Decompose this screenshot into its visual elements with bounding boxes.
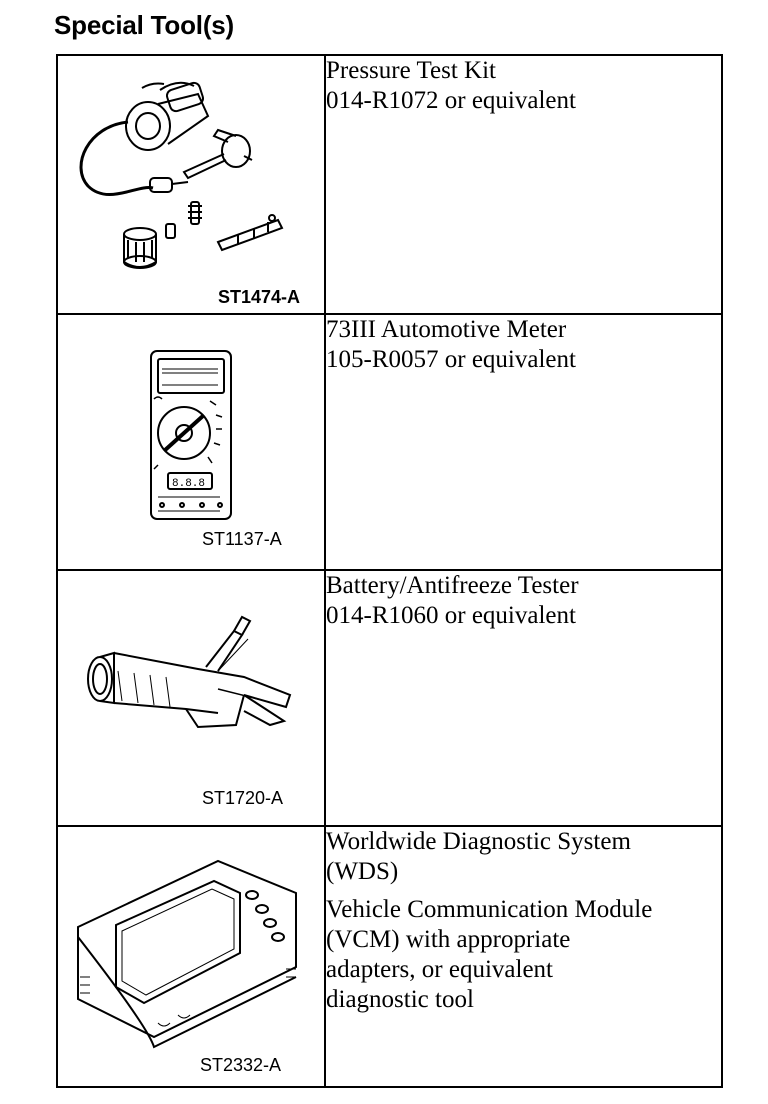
tool-secondary-line: adapters, or equivalent bbox=[326, 956, 553, 983]
tool-secondary-line: diagnostic tool bbox=[326, 986, 474, 1013]
figure-code: ST1720-A bbox=[202, 788, 284, 808]
tool-secondary-line: Vehicle Communication Module bbox=[326, 896, 653, 923]
tool-description: 73III Automotive Meter 105-R0057 or equi… bbox=[324, 313, 723, 571]
tool-name: 73III Automotive Meter bbox=[326, 316, 567, 343]
tool-row: ST1720-A Battery/Antifreeze Tester 014-R… bbox=[56, 569, 723, 827]
tool-illustration-cell: ST1720-A bbox=[56, 569, 326, 827]
tool-name: Pressure Test Kit bbox=[326, 57, 496, 84]
tool-name: Worldwide Diagnostic System bbox=[326, 828, 631, 855]
tool-row: 8.8.8 ST1137-A 73III Automotive Meter 10… bbox=[56, 313, 723, 571]
tool-illustration-cell: 8.8.8 ST1137-A bbox=[56, 313, 326, 571]
pressure-test-kit-illustration bbox=[79, 81, 284, 269]
automotive-meter-illustration: 8.8.8 bbox=[150, 350, 232, 520]
battery-antifreeze-tester-illustration bbox=[87, 615, 292, 729]
tool-part-number: 014-R1072 or equivalent bbox=[326, 87, 576, 114]
special-tools-table: ST1474-A Pressure Test Kit 014-R1072 or … bbox=[56, 54, 723, 1088]
tool-name-abbreviation: (WDS) bbox=[326, 858, 399, 885]
tool-row: ST2332-A Worldwide Diagnostic System (WD… bbox=[56, 825, 723, 1088]
meter-display-readout: 8.8.8 bbox=[172, 478, 205, 490]
tool-description: Worldwide Diagnostic System (WDS) Vehicl… bbox=[324, 825, 723, 1088]
tool-illustration-cell: ST1474-A bbox=[56, 54, 326, 315]
figure-code: ST1474-A bbox=[218, 287, 301, 307]
tool-name: Battery/Antifreeze Tester bbox=[326, 572, 579, 599]
tool-secondary-line: (VCM) with appropriate bbox=[326, 926, 571, 953]
figure-code: ST2332-A bbox=[200, 1055, 282, 1075]
figure-code: ST1137-A bbox=[202, 529, 282, 549]
tool-part-number: 105-R0057 or equivalent bbox=[326, 346, 576, 373]
page-title: Special Tool(s) bbox=[54, 10, 234, 40]
diagnostic-system-illustration bbox=[77, 859, 297, 1049]
tool-description: Battery/Antifreeze Tester 014-R1060 or e… bbox=[324, 569, 723, 827]
tool-part-number: 014-R1060 or equivalent bbox=[326, 602, 576, 629]
tool-row: ST1474-A Pressure Test Kit 014-R1072 or … bbox=[56, 54, 723, 315]
tool-illustration-cell: ST2332-A bbox=[56, 825, 326, 1088]
tool-description: Pressure Test Kit 014-R1072 or equivalen… bbox=[324, 54, 723, 315]
